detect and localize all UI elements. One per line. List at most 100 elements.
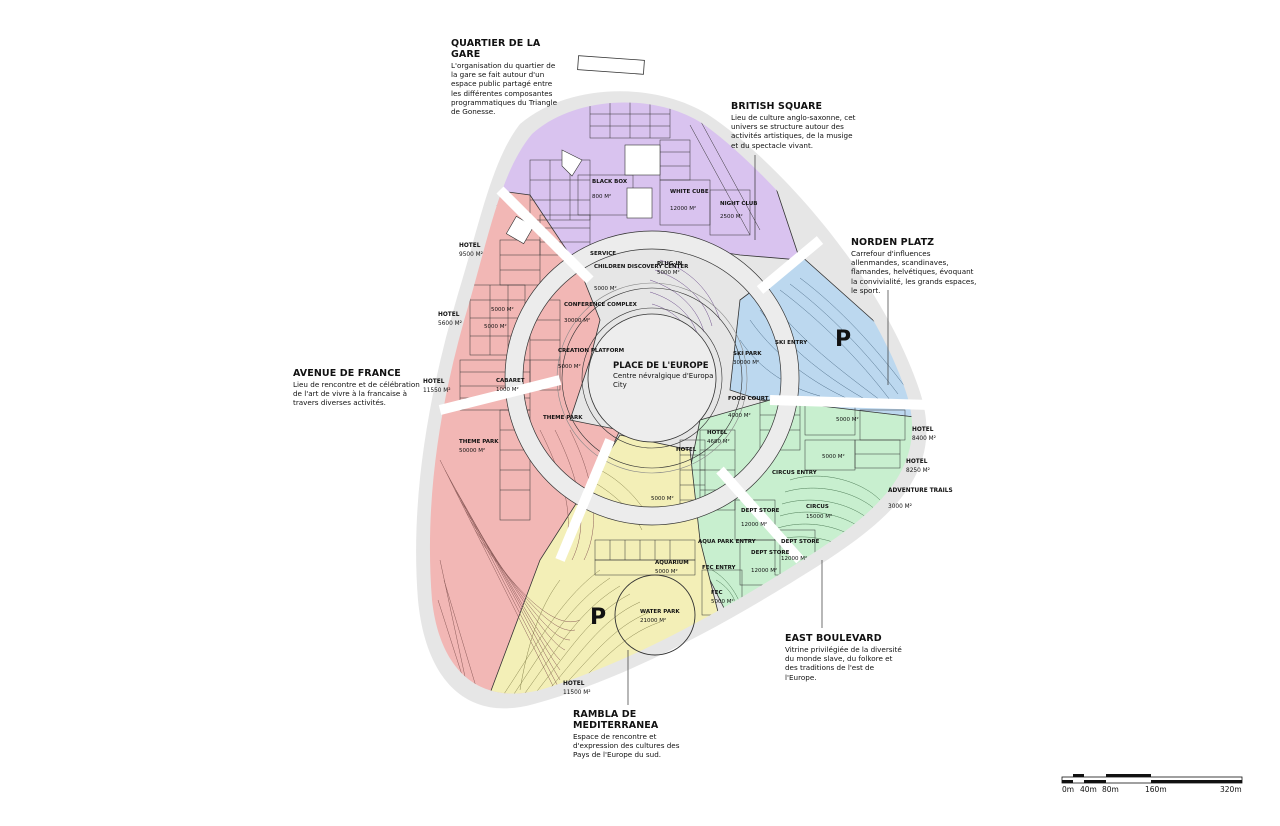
radial-streets [438,186,931,564]
svg-text:5000 M²: 5000 M² [484,323,507,330]
annotation-text: Lieu de culture anglo-saxonne, cet unive… [731,113,856,150]
annotation-text: Espace de rencontre et d'expression des … [573,732,680,760]
hotel-9500-label: HOTEL [459,243,481,249]
svg-text:1000 M²: 1000 M² [496,386,519,393]
yellow-5000-label: 5000 M² [651,495,674,502]
svg-text:5000 M²: 5000 M² [491,306,514,313]
annotation-title: AVENUE DE FRANCE [293,368,401,379]
annotation-text: L'organisation du quartier de la gare se… [451,61,558,117]
aqua-entry-label: AQUA PARK ENTRY [698,539,757,545]
water-park [614,574,696,656]
children-label: CHILDREN DISCOVERY CENTER [594,264,689,270]
svg-text:15000 M²: 15000 M² [806,513,832,520]
creation-label: CREATION PLATFORM [558,348,624,354]
svg-text:21000 M²: 21000 M² [640,617,666,624]
svg-text:4000 M²: 4000 M² [728,412,751,419]
fec-label: FEC [711,590,723,596]
svg-text:30000 M²: 30000 M² [564,317,590,324]
svg-text:5000 M²: 5000 M² [822,453,845,460]
place-title: PLACE DE L'EUROPE [613,361,709,371]
scale-label-80: 80m [1102,785,1119,794]
svg-text:800 M²: 800 M² [592,193,611,200]
ski-park-label: SKI PARK [733,351,762,357]
annotation-avenue-de-france: AVENUE DE FRANCE Lieu de rencontre et de… [293,368,421,408]
annotation-title: NORDEN PLATZ [851,237,935,248]
theme-park-2-label: THEME PARK [543,415,583,421]
plug-in-label: PLUG-IN [657,261,683,267]
hotel-5600-label: HOTEL [438,312,460,318]
annotation-british-square: BRITISH SQUARE Lieu de culture anglo-sax… [731,101,856,150]
svg-text:12000 M²: 12000 M² [781,555,807,562]
hotel-mid-label: HOTEL [676,447,697,453]
purple-white-blocks [561,144,661,219]
white-cube-label: WHITE CUBE [670,189,709,195]
water-park-label: WATER PARK [640,609,680,615]
svg-text:5000 M²: 5000 M² [594,285,617,292]
dept2-label: DEPT STORE [751,550,790,556]
annotation-title: EAST BOULEVARD [785,633,882,644]
svg-text:3000 M²: 3000 M² [888,503,912,510]
scale-label-0: 0m [1062,785,1075,794]
annotation-text: Carrefour d'influences allenmandes, scan… [851,249,977,295]
station-building [577,55,645,75]
hotel-11500-label: HOTEL [563,681,585,687]
svg-text:5000 M²: 5000 M² [657,269,680,276]
annotation-rambla: RAMBLA DE MEDITERRANEA Espace de rencont… [573,709,697,760]
adventure-label: ADVENTURE TRAILS [888,488,953,494]
hotel-4680-label: HOTEL [707,430,728,436]
parking-north: P [835,327,851,352]
theme-park-1-label: THEME PARK [459,439,499,445]
dept3-label: DEPT STORE [781,539,820,545]
svg-text:8400 M²: 8400 M² [912,435,936,442]
svg-text:5000 M²: 5000 M² [558,363,581,370]
svg-text:5000 M²: 5000 M² [655,568,678,575]
circus-label: CIRCUS [806,504,829,510]
night-club-label: NIGHT CLUB [720,201,757,207]
food-court-label: FOOD COURT [728,396,769,402]
fec-entry-label: FEC ENTRY [702,565,737,571]
ski-entry-label: SKI ENTRY [775,340,808,346]
annotation-title: RAMBLA DE MEDITERRANEA [573,709,659,731]
outer-ring [505,231,799,525]
dept1-label: DEPT STORE [741,508,780,514]
leader-lines [627,155,889,705]
annotation-east-boulevard: EAST BOULEVARD Vitrine privilégiée de la… [785,633,905,682]
svg-text:5600 M²: 5600 M² [438,320,462,327]
svg-text:City: City [613,381,627,389]
scale-bar [1061,774,1243,784]
circus-entry-label: CIRCUS ENTRY [772,470,818,476]
cabaret-label: CABARET [496,378,525,384]
scale-label-320: 320m [1220,785,1242,794]
annotation-text: Lieu de rencontre et de célébration de l… [293,380,420,408]
svg-text:9500 M²: 9500 M² [459,251,483,258]
hotel-8250-label: HOTEL [906,459,928,465]
svg-text:50000 M²: 50000 M² [459,447,485,454]
aquarium-label: AQUARIUM [655,560,689,566]
svg-text:12000 M²: 12000 M² [670,205,696,212]
scale-label-160: 160m [1145,785,1167,794]
annotation-title: QUARTIER DE LA GARE [451,38,541,60]
hotel-8400-label: HOTEL [912,427,934,433]
place-text: Centre névralgique d'Europa [613,372,713,380]
annotation-norden-platz: NORDEN PLATZ Carrefour d'influences alle… [851,237,979,295]
parking-south: P [590,605,606,630]
svg-text:11500 M²: 11500 M² [563,689,591,696]
svg-text:30000 M²: 30000 M² [733,359,759,366]
annotation-text: Vitrine privilégiée de la diversité du m… [785,645,902,682]
place-de-l-europe[interactable] [587,313,717,443]
annotation-title: BRITISH SQUARE [731,101,823,112]
svg-text:12000 M²: 12000 M² [751,567,777,574]
svg-text:2500 M²: 2500 M² [720,213,743,220]
conference-label: CONFERENCE COMPLEX [564,302,638,308]
svg-text:5000 M²: 5000 M² [836,416,859,423]
svg-text:12000 M²: 12000 M² [741,521,767,528]
scale-label-40: 40m [1080,785,1097,794]
annotation-quartier-de-la-gare: QUARTIER DE LA GARE L'organisation du qu… [451,38,561,116]
service-label: SERVICE [590,251,616,257]
svg-text:5000 M²: 5000 M² [711,598,734,605]
ski-contours [739,277,907,405]
hotel-11550-label: HOTEL [423,379,445,385]
svg-text:8250 M²: 8250 M² [906,467,930,474]
black-box-label: BLACK BOX [592,179,628,185]
